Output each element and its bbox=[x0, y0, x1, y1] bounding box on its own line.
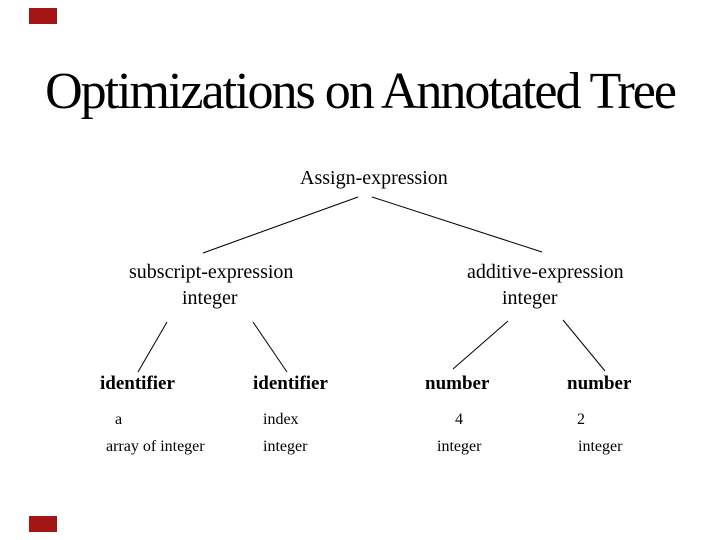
node-subscript-expression-type: integer bbox=[182, 287, 238, 309]
edge-additive-to-number-2 bbox=[562, 319, 606, 372]
node-additive-expression-type: integer bbox=[502, 287, 558, 309]
edge-subscript-to-identifier-index bbox=[252, 321, 288, 373]
leaf-identifier-a-type: array of integer bbox=[106, 438, 205, 455]
node-assign-expression: Assign-expression bbox=[300, 167, 448, 189]
leaf-number-2: number bbox=[567, 373, 632, 394]
node-subscript-expression: subscript-expression bbox=[129, 261, 294, 283]
edge-additive-to-number-4 bbox=[452, 320, 509, 370]
leaf-number-4-value: 4 bbox=[455, 411, 463, 428]
leaf-identifier-index-value: index bbox=[263, 411, 299, 428]
leaf-identifier-index-type: integer bbox=[263, 438, 308, 455]
accent-rectangle-bottom-left bbox=[29, 516, 57, 532]
slide-title: Optimizations on Annotated Tree bbox=[45, 63, 677, 120]
leaf-identifier-a: identifier bbox=[100, 373, 175, 394]
leaf-number-4-type: integer bbox=[437, 438, 482, 455]
leaf-identifier-index: identifier bbox=[253, 373, 328, 394]
leaf-number-2-type: integer bbox=[578, 438, 623, 455]
leaf-number-4: number bbox=[425, 373, 490, 394]
edge-root-to-additive bbox=[371, 196, 543, 253]
edge-subscript-to-identifier-a bbox=[137, 321, 168, 373]
leaf-number-2-value: 2 bbox=[577, 411, 585, 428]
accent-rectangle-top-left bbox=[29, 8, 57, 24]
node-additive-expression: additive-expression bbox=[467, 261, 624, 283]
edge-root-to-subscript bbox=[202, 196, 359, 254]
leaf-identifier-a-value: a bbox=[115, 411, 123, 428]
